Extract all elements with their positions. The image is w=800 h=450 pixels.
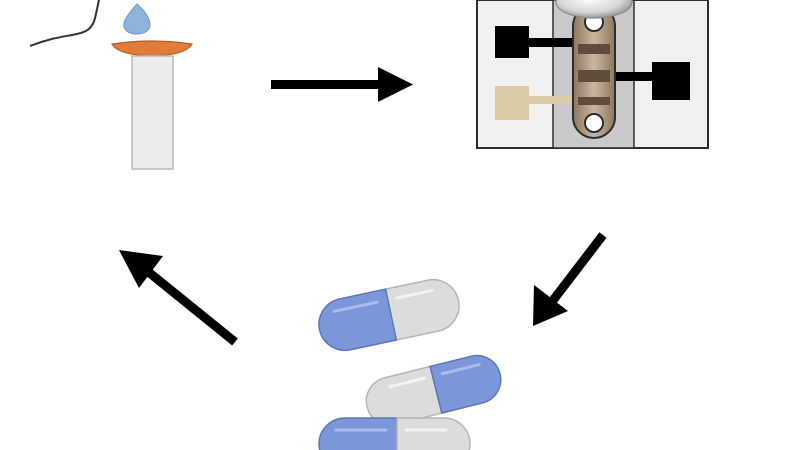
- sensor-chip-icon: [476, 0, 709, 149]
- droplet-icon: [123, 3, 151, 35]
- capsules-icon: [318, 278, 502, 450]
- capsule-top: [318, 278, 460, 352]
- sample-drop-icon: [555, 0, 633, 19]
- funnel-icon: [111, 40, 193, 57]
- working-electrode-pad: [495, 26, 529, 58]
- channel-outlet-icon: [584, 113, 604, 133]
- reference-electrode-pad: [495, 86, 529, 120]
- counter-electrode-pad: [652, 62, 690, 100]
- sampling-wire: [29, 0, 100, 47]
- arrow-down-left-icon: [533, 232, 607, 326]
- capsule-middle: [365, 354, 502, 426]
- sample-tube-icon: [131, 55, 174, 170]
- test-tube-with-droplet-icon: [29, 0, 193, 170]
- arrow-up-left-icon: [119, 250, 238, 346]
- arrow-right-icon: [271, 67, 413, 102]
- capsule-bottom: [318, 417, 471, 450]
